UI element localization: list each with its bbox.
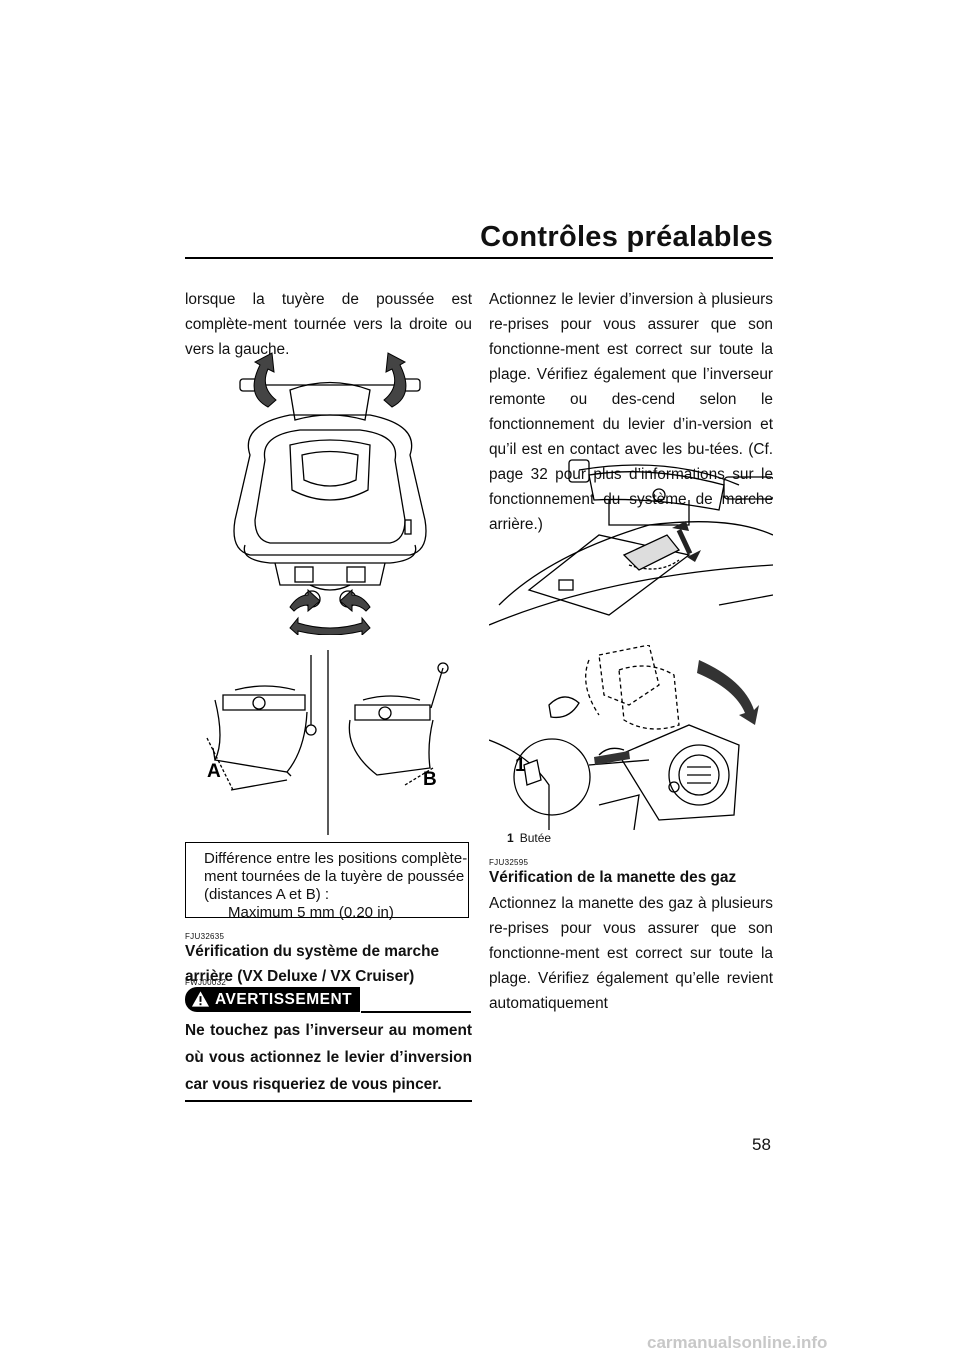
watercraft-top-view-illustration xyxy=(233,352,427,635)
right-intro-text: Actionnez le levier d’inversion à plusie… xyxy=(489,291,773,533)
warning-label: AVERTISSEMENT xyxy=(215,990,353,1008)
page-title: Contrôles préalables xyxy=(480,221,773,253)
watermark-text: carmanualsonline.info xyxy=(647,1333,827,1352)
callout-number: 1 xyxy=(515,755,526,776)
nozzle-position-illustration: A B xyxy=(206,650,449,835)
spec-line-2: ment tournées de la tuyère de poussée xyxy=(204,868,465,885)
warning-text: Ne touchez pas l’inverseur au moment où … xyxy=(185,1022,472,1093)
warning-code: FWJ00032 xyxy=(185,978,227,987)
page-number: 58 xyxy=(752,1135,771,1154)
title-divider xyxy=(185,257,773,259)
specification-box: Différence entre les positions complète-… xyxy=(185,842,469,921)
label-b: B xyxy=(423,769,437,790)
right-section-code: FJU32595 xyxy=(489,858,529,867)
caption-text: Butée xyxy=(519,831,552,845)
warning-end-rule xyxy=(185,1100,472,1102)
spec-value: Maximum 5 mm (0.20 in) xyxy=(228,904,394,921)
reverse-lever-illustration xyxy=(489,459,773,626)
caption-number: 1 xyxy=(507,831,514,845)
section-heading: Vérification du système de marche arrièr… xyxy=(185,943,440,985)
warning-badge: AVERTISSEMENT xyxy=(185,987,360,1012)
warning-rule xyxy=(361,1011,471,1013)
right-section-heading: Vérification de la manette des gaz xyxy=(489,869,737,886)
label-a: A xyxy=(207,761,221,782)
right-section-text: Actionnez la manette des gaz à plusieurs… xyxy=(489,895,773,1012)
figure-caption: 1 Butée xyxy=(507,831,551,845)
left-intro-text: lorsque la tuyère de poussée est complèt… xyxy=(185,291,472,358)
watermark-logo: carmanualsonline.info xyxy=(647,1333,827,1352)
warning-triangle-icon xyxy=(191,991,210,1007)
spec-line-1: Différence entre les positions complète- xyxy=(204,850,468,867)
spec-line-3: (distances A et B) : xyxy=(204,886,330,903)
reverse-stopper-illustration: 1 xyxy=(489,645,759,830)
section-code: FJU32635 xyxy=(185,932,225,941)
